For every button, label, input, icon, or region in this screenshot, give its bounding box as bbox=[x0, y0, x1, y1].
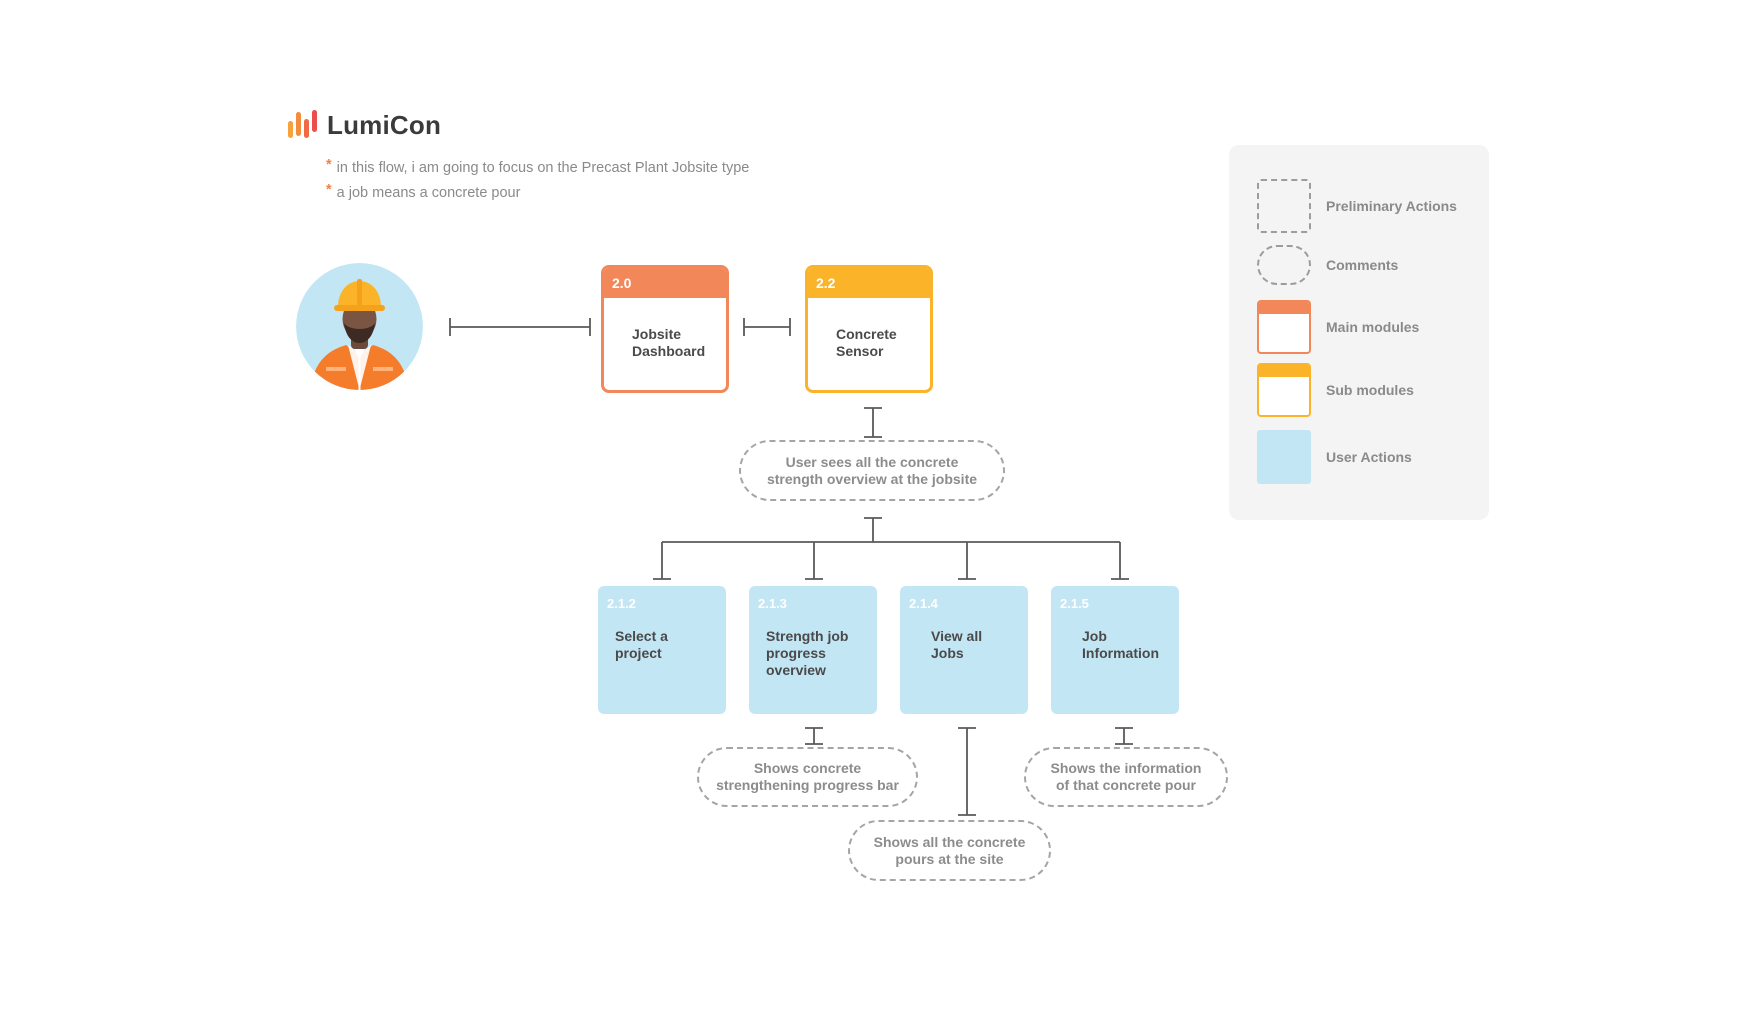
action-label: Strength job progress overview bbox=[766, 628, 849, 678]
worker-avatar bbox=[296, 263, 423, 390]
action-label: Job Information bbox=[1082, 628, 1159, 661]
module-id: 2.0 bbox=[604, 268, 726, 298]
sub-module-concrete-sensor[interactable]: 2.2 Concrete Sensor bbox=[805, 265, 933, 393]
action-job-information[interactable]: 2.1.5 Job Information bbox=[1051, 586, 1179, 714]
main-module-jobsite-dashboard[interactable]: 2.0 Jobsite Dashboard bbox=[601, 265, 729, 393]
comment-progress-bar: Shows concrete strengthening progress ba… bbox=[697, 747, 918, 807]
action-id: 2.1.3 bbox=[758, 596, 787, 611]
action-strength-progress[interactable]: 2.1.3 Strength job progress overview bbox=[749, 586, 877, 714]
action-view-all-jobs[interactable]: 2.1.4 View all Jobs bbox=[900, 586, 1028, 714]
legend-swatch bbox=[1257, 179, 1311, 233]
module-label: Jobsite Dashboard bbox=[632, 326, 706, 359]
brand-logo: LumiCon bbox=[287, 108, 441, 142]
action-id: 2.1.4 bbox=[909, 596, 938, 611]
legend-panel: Preliminary Actions Comments Main module… bbox=[1229, 145, 1489, 520]
comment-overview: User sees all the concrete strength over… bbox=[739, 440, 1005, 501]
legend-item-preliminary: Preliminary Actions bbox=[1257, 179, 1457, 233]
comment-pour-information: Shows the information of that concrete p… bbox=[1024, 747, 1228, 807]
legend-item-user-actions: User Actions bbox=[1257, 430, 1412, 484]
legend-item-comments: Comments bbox=[1257, 245, 1398, 285]
legend-swatch bbox=[1257, 363, 1311, 417]
legend-label: Sub modules bbox=[1326, 382, 1414, 398]
action-id: 2.1.2 bbox=[607, 596, 636, 611]
legend-swatch bbox=[1257, 430, 1311, 484]
legend-label: Main modules bbox=[1326, 319, 1420, 335]
legend-item-sub-modules: Sub modules bbox=[1257, 363, 1414, 417]
module-id: 2.2 bbox=[808, 268, 930, 298]
asterisk-icon: * bbox=[326, 157, 332, 173]
module-label: Concrete Sensor bbox=[836, 326, 897, 359]
legend-label: User Actions bbox=[1326, 449, 1412, 465]
action-label: Select a project bbox=[615, 628, 668, 661]
brand-name: LumiCon bbox=[327, 109, 442, 140]
legend-label: Comments bbox=[1326, 257, 1399, 273]
note-2: *a job means a concrete pour bbox=[326, 182, 521, 201]
action-id: 2.1.5 bbox=[1060, 596, 1089, 611]
comment-all-pours: Shows all the concrete pours at the site bbox=[848, 820, 1051, 881]
asterisk-icon: * bbox=[326, 182, 332, 198]
legend-label: Preliminary Actions bbox=[1326, 198, 1457, 214]
legend-item-main-modules: Main modules bbox=[1257, 300, 1419, 354]
note-text: in this flow, i am going to focus on the… bbox=[336, 160, 750, 176]
legend-swatch bbox=[1257, 245, 1311, 285]
action-select-project[interactable]: 2.1.2 Select a project bbox=[598, 586, 726, 714]
note-text: a job means a concrete pour bbox=[336, 185, 521, 201]
legend-swatch bbox=[1257, 300, 1311, 354]
lumicon-logo-icon bbox=[288, 110, 317, 138]
note-1: *in this flow, i am going to focus on th… bbox=[326, 157, 750, 176]
construction-worker-icon bbox=[296, 263, 423, 390]
action-label: View all Jobs bbox=[931, 628, 983, 661]
